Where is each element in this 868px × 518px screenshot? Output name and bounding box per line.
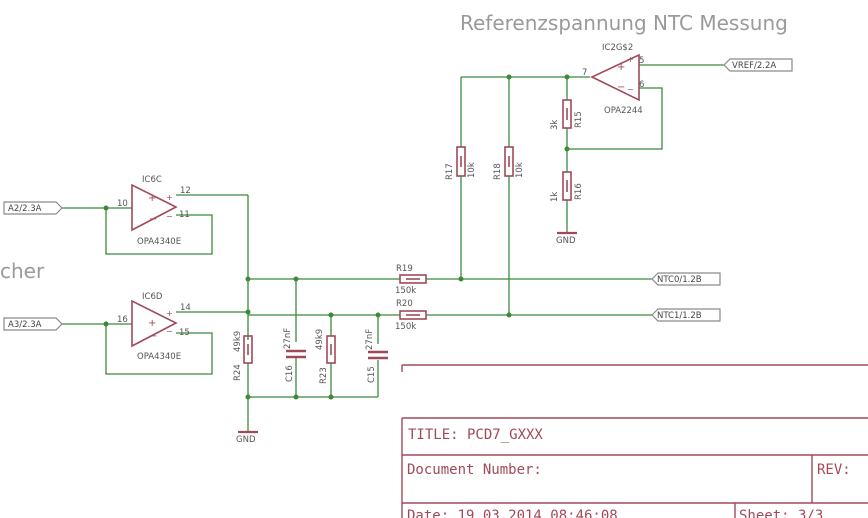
title-block-rev: REV: [817, 462, 851, 478]
resistor-r19: R19 150k [395, 264, 427, 296]
ic6d-ref: IC6D [142, 292, 163, 302]
svg-text:R17: R17 [445, 163, 455, 180]
svg-text:R15: R15 [574, 111, 584, 128]
svg-text:+: + [148, 318, 156, 329]
port-a3: A3/2.3A [3, 317, 63, 331]
svg-text:10: 10 [117, 199, 128, 209]
svg-text:+: + [627, 55, 634, 64]
partial-sheet-label: cher [0, 259, 45, 283]
port-vref: VREF/2.2A [723, 58, 793, 72]
title-block-title: TITLE: PCD7_GXXX [408, 427, 543, 443]
svg-text:A3/2.3A: A3/2.3A [8, 320, 42, 330]
capacitor-c15: 27nF C15 [365, 329, 388, 383]
sheet-title: Referenzspannung NTC Messung [460, 11, 788, 35]
port-a2: A2/2.3A [3, 201, 63, 215]
svg-text:C15: C15 [367, 366, 377, 383]
svg-text:49k9: 49k9 [315, 329, 325, 350]
svg-text:R20: R20 [396, 299, 413, 309]
svg-text:−: − [149, 214, 157, 225]
wires [62, 64, 724, 432]
resistor-r18: R18 10k [493, 146, 525, 180]
svg-text:16: 16 [117, 315, 128, 325]
resistor-r24: 49k9 R24 [233, 331, 253, 381]
svg-text:6: 6 [639, 80, 644, 90]
svg-text:27nF: 27nF [283, 328, 293, 349]
title-block: TITLE: PCD7_GXXX Document Number: REV: D… [401, 364, 868, 518]
svg-text:1k: 1k [550, 192, 560, 202]
gnd-symbol-right: GND [556, 231, 577, 246]
junctions [103, 74, 570, 400]
svg-text:NTC1/1.2B: NTC1/1.2B [657, 311, 702, 321]
svg-text:−: − [617, 82, 625, 93]
resistor-r15: 3k R15 [550, 99, 584, 130]
svg-text:150k: 150k [395, 286, 416, 296]
svg-text:A2/2.3A: A2/2.3A [8, 204, 42, 214]
resistor-r23: 49k9 R23 [315, 329, 336, 384]
svg-text:49k9: 49k9 [233, 331, 243, 352]
svg-text:C16: C16 [285, 365, 295, 382]
svg-text:+: + [148, 193, 156, 204]
svg-text:5: 5 [639, 56, 644, 66]
svg-text:−: − [166, 212, 173, 221]
svg-text:GND: GND [556, 236, 576, 246]
ic2g-value: OPA2244 [604, 106, 643, 116]
svg-text:R19: R19 [396, 264, 413, 274]
svg-text:27nF: 27nF [365, 329, 375, 350]
opamp-ic6c: + − + − IC6C OPA4340E 10 12 11 [117, 175, 191, 247]
svg-text:GND: GND [236, 435, 256, 445]
svg-text:7: 7 [582, 68, 587, 78]
svg-text:R18: R18 [493, 163, 503, 180]
opamp-ic2g: + − + − IC2G$2 OPA2244 5 7 6 [582, 43, 644, 116]
svg-text:3k: 3k [550, 120, 560, 130]
svg-text:+: + [166, 193, 173, 202]
svg-text:10k: 10k [515, 162, 525, 178]
capacitor-c16: 27nF C16 [283, 328, 306, 382]
resistor-r16: 1k R16 [550, 171, 584, 202]
port-ntc1: NTC1/1.2B [651, 308, 721, 322]
title-block-date: Date: 19.03.2014 08:46:08 [407, 508, 618, 518]
svg-text:150k: 150k [395, 322, 416, 332]
resistor-r20: R20 150k [395, 299, 427, 332]
svg-text:NTC0/1.2B: NTC0/1.2B [657, 275, 702, 285]
ic6d-value: OPA4340E [137, 352, 181, 362]
svg-text:15: 15 [179, 328, 190, 338]
svg-text:11: 11 [179, 210, 190, 220]
svg-text:−: − [166, 327, 173, 336]
ic6c-ref: IC6C [142, 175, 162, 185]
ic6c-value: OPA4340E [137, 237, 181, 247]
svg-text:R16: R16 [574, 183, 584, 200]
port-ntc0: NTC0/1.2B [651, 272, 721, 286]
svg-text:10k: 10k [467, 162, 477, 178]
svg-text:+: + [617, 62, 625, 73]
svg-text:−: − [627, 85, 634, 94]
resistor-r17: R17 10k [445, 146, 477, 180]
gnd-symbol-left: GND [236, 430, 258, 445]
svg-text:12: 12 [180, 186, 191, 196]
title-block-sheet: Sheet: 3/3 [739, 508, 823, 518]
svg-text:14: 14 [180, 303, 191, 313]
svg-text:−: − [149, 331, 157, 342]
svg-text:R24: R24 [233, 364, 243, 381]
ic2g-ref: IC2G$2 [602, 43, 633, 53]
svg-text:VREF/2.2A: VREF/2.2A [732, 61, 776, 71]
svg-text:+: + [166, 309, 173, 318]
svg-text:R23: R23 [319, 367, 329, 384]
opamp-ic6d: + − + − IC6D OPA4340E 16 14 15 [117, 292, 191, 362]
title-block-document-number: Document Number: [407, 462, 542, 478]
